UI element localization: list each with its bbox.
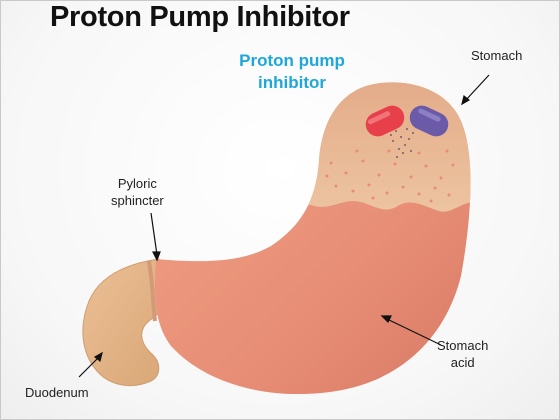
stomach-acid-label: Stomach acid bbox=[437, 337, 488, 371]
page-title: Proton Pump Inhibitor bbox=[50, 1, 350, 33]
stomach-upper-zone bbox=[301, 82, 471, 212]
drug-powder-particles bbox=[390, 128, 414, 158]
acid-particles bbox=[325, 149, 455, 203]
proton-pump-inhibitor-label: Proton pump inhibitor bbox=[227, 50, 357, 94]
pointer-arrows bbox=[78, 74, 490, 378]
duodenum-label: Duodenum bbox=[25, 385, 89, 400]
drug-label-line-1: Proton pump bbox=[239, 51, 345, 70]
stomach-label: Stomach bbox=[471, 48, 523, 63]
pyloric-sphincter-label: Pyloric sphincter bbox=[111, 175, 164, 209]
capsule-blue-half bbox=[409, 105, 449, 137]
acid-label-line-2: acid bbox=[450, 355, 475, 370]
pyloric-label-line-2: sphincter bbox=[111, 193, 164, 208]
acid-label-line-1: Stomach bbox=[437, 338, 489, 353]
duodenum-shape bbox=[82, 258, 168, 387]
pyloric-label-line-1: Pyloric bbox=[117, 176, 157, 191]
capsule-red-half bbox=[365, 105, 405, 137]
pyloric-sphincter-band bbox=[147, 260, 157, 322]
drug-label-line-2: inhibitor bbox=[258, 73, 326, 92]
